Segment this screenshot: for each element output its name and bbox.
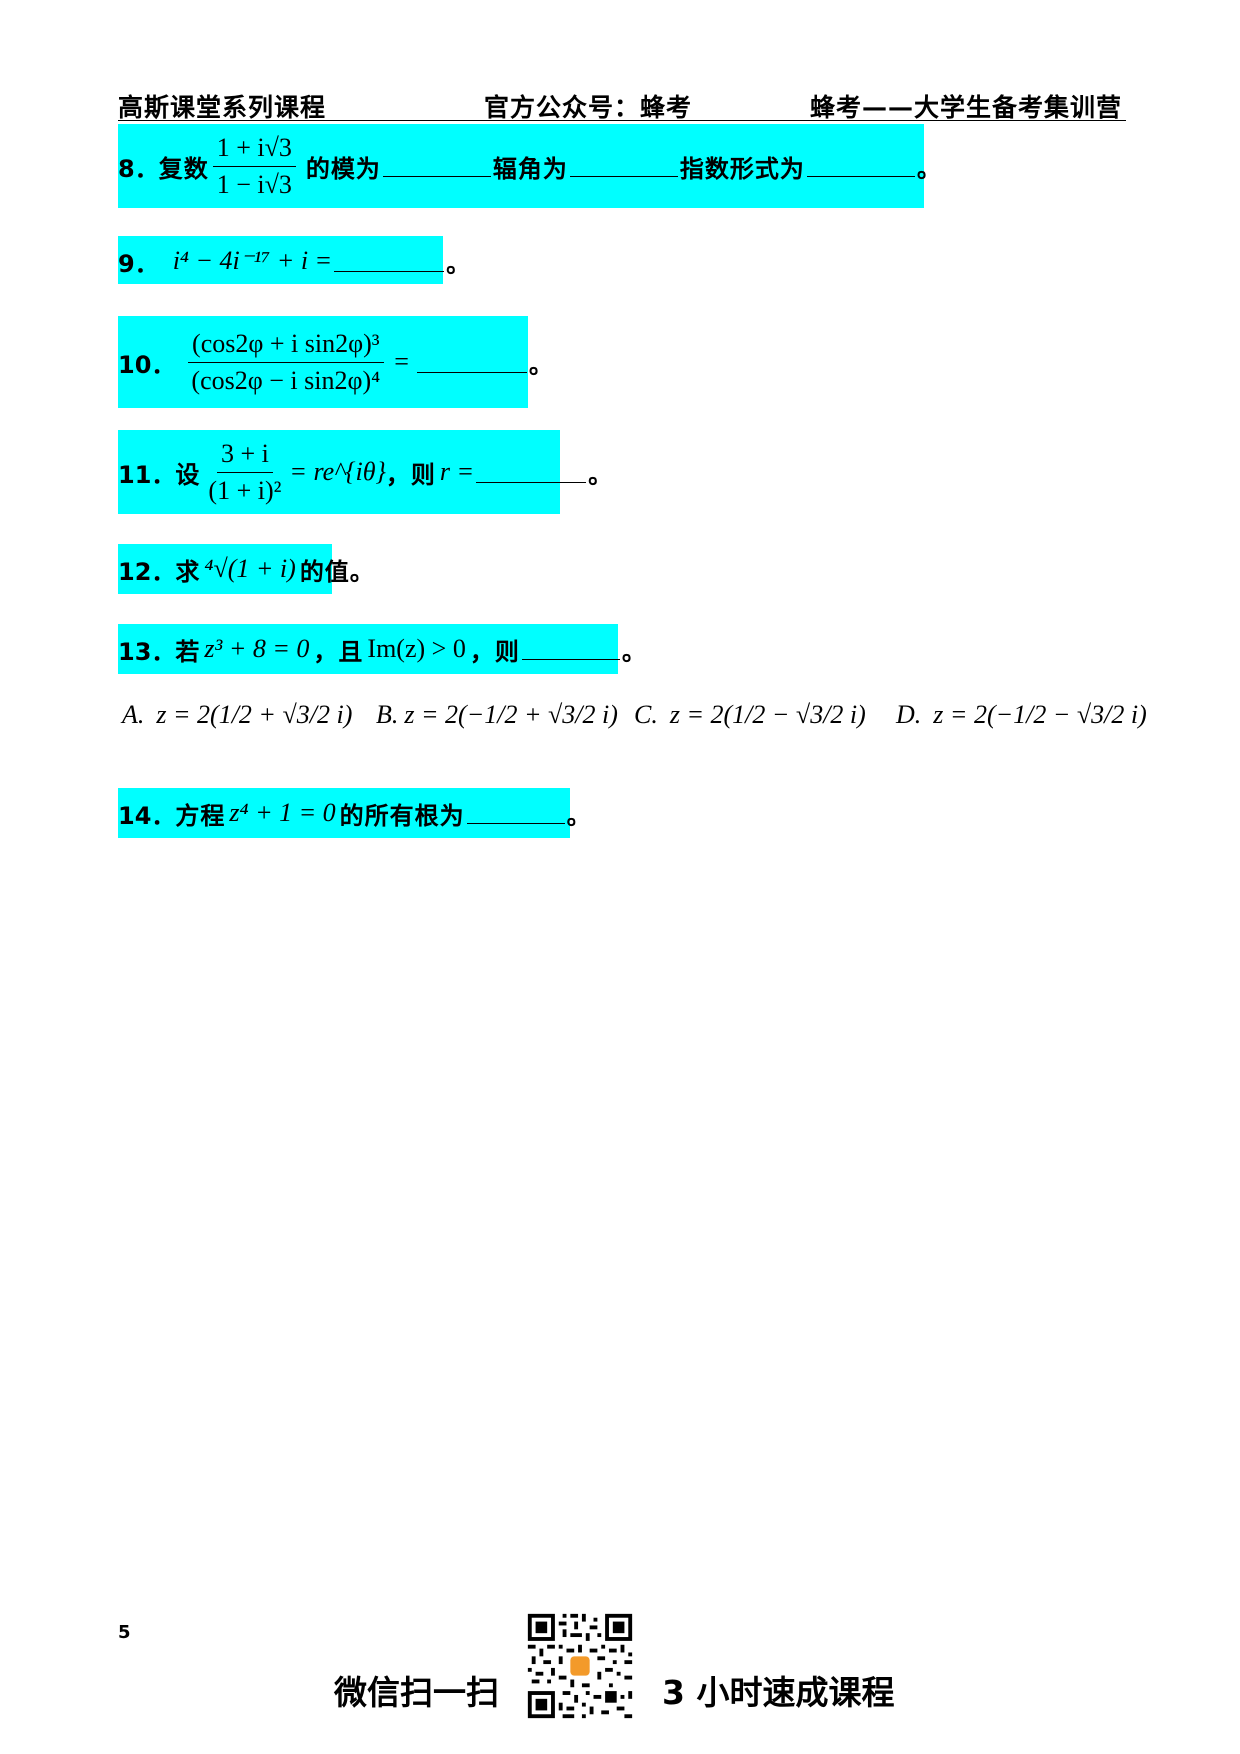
q9-number: 9． xyxy=(118,249,159,278)
q10-blank[interactable] xyxy=(416,352,527,373)
q12-expression: ⁴√(1 + i) xyxy=(204,554,296,583)
q9-end: 。 xyxy=(446,249,472,278)
page-number: 5 xyxy=(118,1622,131,1643)
q13-lead: 若 xyxy=(175,637,201,666)
q8-number: 8． xyxy=(118,154,159,183)
option-c-expression: z = 2(1/2 − √3/2 i) xyxy=(669,700,866,729)
q13-option-a[interactable]: A. z = 2(1/2 + √3/2 i) xyxy=(122,700,352,730)
option-a-expression: z = 2(1/2 + √3/2 i) xyxy=(156,700,353,729)
q14-tail: 的所有根为 xyxy=(339,801,465,830)
q13-expression-1: z³ + 8 = 0 xyxy=(204,634,310,663)
q14-blank[interactable] xyxy=(466,803,565,824)
q11-number: 11． xyxy=(118,460,176,489)
q13-mid: ，且 xyxy=(313,637,364,666)
header-divider xyxy=(118,120,1126,121)
highlight-q11 xyxy=(118,430,560,514)
highlight-q12 xyxy=(118,544,332,594)
footer-course-text: 3 小时速成课程 xyxy=(662,1673,895,1712)
question-8: 8． 复数 1 + i√3 1 − i√3 的模为 辐角为 指数形式为 。 xyxy=(118,133,942,200)
header-center: 官方公众号：蜂考 xyxy=(484,93,693,122)
q11-frac-bot: (1 + i)² xyxy=(208,475,282,505)
footer-scan-text: 微信扫一扫 xyxy=(334,1673,499,1712)
question-10: 10． (cos2φ + i sin2φ)³ (cos2φ − i sin2φ)… xyxy=(118,326,554,398)
q8-lead: 复数 xyxy=(158,154,209,183)
q11-mid: ，则 xyxy=(385,460,436,489)
q11-equation: = re^{iθ} xyxy=(289,457,386,486)
q14-number: 14． xyxy=(118,801,176,830)
q11-blank[interactable] xyxy=(476,462,587,483)
q11-frac-top: 3 + i xyxy=(216,439,273,473)
highlight-q9 xyxy=(118,236,443,284)
option-b-label: B. xyxy=(376,700,399,729)
q13-expression-2: Im(z) > 0 xyxy=(367,634,466,663)
q13-option-b[interactable]: B. z = 2(−1/2 + √3/2 i) xyxy=(376,700,618,730)
q12-tail: 的值。 xyxy=(299,557,375,586)
q10-frac-bot: (cos2φ − i sin2φ)⁴ xyxy=(191,365,381,395)
highlight-q13 xyxy=(118,624,618,674)
option-a-label: A. xyxy=(122,700,145,729)
q8-blank-argument[interactable] xyxy=(569,156,678,177)
q11-fraction: 3 + i (1 + i)² xyxy=(204,439,285,506)
q8-blank-exponential[interactable] xyxy=(806,156,915,177)
highlight-q14 xyxy=(118,788,570,838)
q11-end: 。 xyxy=(588,460,614,489)
q8-end: 。 xyxy=(916,154,942,183)
q9-expression: i⁴ − 4i⁻¹⁷ + i = xyxy=(172,246,333,275)
question-11: 11． 设 3 + i (1 + i)² = re^{iθ} ，则 r = 。 xyxy=(118,436,613,508)
q13-number: 13． xyxy=(118,637,176,666)
q13-option-c[interactable]: C. z = 2(1/2 − √3/2 i) xyxy=(634,700,866,730)
q11-variable: r = xyxy=(439,457,475,486)
q10-fraction: (cos2φ + i sin2φ)³ (cos2φ − i sin2φ)⁴ xyxy=(187,329,384,396)
question-13: 13． 若 z³ + 8 = 0 ，且 Im(z) > 0 ，则 。 xyxy=(118,630,647,668)
question-12: 12． 求 ⁴√(1 + i) 的值。 xyxy=(118,550,375,588)
q10-number: 10． xyxy=(118,350,176,379)
q8-frac-top: 1 + i√3 xyxy=(212,133,296,167)
q14-end: 。 xyxy=(566,801,592,830)
question-9: 9． i⁴ − 4i⁻¹⁷ + i = 。 xyxy=(118,242,471,280)
option-c-label: C. xyxy=(634,700,658,729)
option-d-expression: z = 2(−1/2 − √3/2 i) xyxy=(933,700,1147,729)
q12-lead: 求 xyxy=(175,557,201,586)
q13-option-d[interactable]: D. z = 2(−1/2 − √3/2 i) xyxy=(896,700,1147,730)
q8-frac-bot: 1 − i√3 xyxy=(216,169,292,199)
q8-fraction: 1 + i√3 1 − i√3 xyxy=(212,133,296,200)
q9-blank[interactable] xyxy=(334,251,445,272)
header-right: 蜂考——大学生备考集训营 xyxy=(810,93,1123,122)
q10-equals: = xyxy=(394,347,409,376)
q10-end: 。 xyxy=(528,350,554,379)
q13-end: 。 xyxy=(621,637,647,666)
q14-expression: z⁴ + 1 = 0 xyxy=(229,798,336,827)
q11-lead: 设 xyxy=(175,460,201,489)
q8-text-modulus: 的模为 xyxy=(305,154,381,183)
question-14: 14． 方程 z⁴ + 1 = 0 的所有根为 。 xyxy=(118,794,592,832)
header-left: 高斯课堂系列课程 xyxy=(118,93,327,122)
q14-lead: 方程 xyxy=(175,801,226,830)
option-b-expression: z = 2(−1/2 + √3/2 i) xyxy=(404,700,618,729)
q12-number: 12． xyxy=(118,557,176,586)
option-d-label: D. xyxy=(896,700,922,729)
qr-code-icon[interactable] xyxy=(524,1610,636,1722)
q8-text-exponential: 指数形式为 xyxy=(679,154,805,183)
q10-frac-top: (cos2φ + i sin2φ)³ xyxy=(188,329,384,363)
q8-text-argument: 辐角为 xyxy=(492,154,568,183)
q13-blank[interactable] xyxy=(521,639,620,660)
q8-blank-modulus[interactable] xyxy=(382,156,491,177)
q13-mid-2: ，则 xyxy=(469,637,520,666)
